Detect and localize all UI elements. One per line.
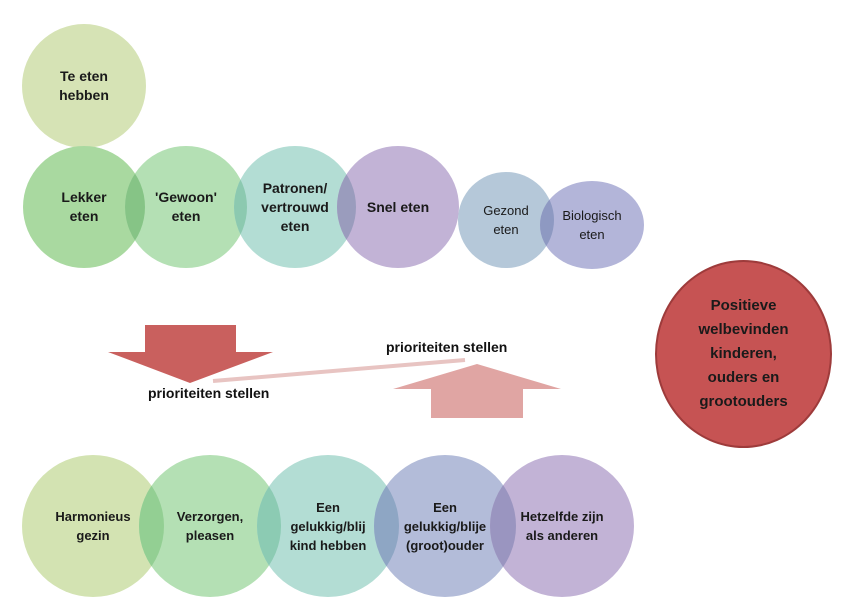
top-row-circle-1: Lekker eten — [23, 146, 145, 268]
top-circle: Te eten hebben — [22, 24, 146, 148]
down-arrow — [108, 325, 273, 383]
down-arrow-label: prioriteiten stellen — [148, 385, 270, 401]
positive-wellbeing-label: Positieve welbevinden kinderen, ouders e… — [698, 297, 789, 410]
up-arrow — [393, 364, 561, 418]
bottom-row-circle-5: Hetzelfde zijn als anderen — [490, 455, 634, 597]
top-row-circle-4: Snel eten — [337, 146, 459, 268]
top-row-circle-5: Gezond eten — [458, 172, 554, 268]
up-arrow-label: prioriteiten stellen — [386, 339, 508, 355]
connector-line — [212, 358, 466, 383]
top-row-circle-6: Biologisch eten — [540, 181, 644, 269]
positive-wellbeing-circle: Positieve welbevinden kinderen, ouders e… — [655, 260, 832, 448]
top-circle-label: Te eten hebben — [59, 68, 109, 103]
top-row-circle-2: 'Gewoon' eten — [125, 146, 247, 268]
top-row-circle-3: Patronen/ vertrouwd eten — [234, 146, 356, 268]
